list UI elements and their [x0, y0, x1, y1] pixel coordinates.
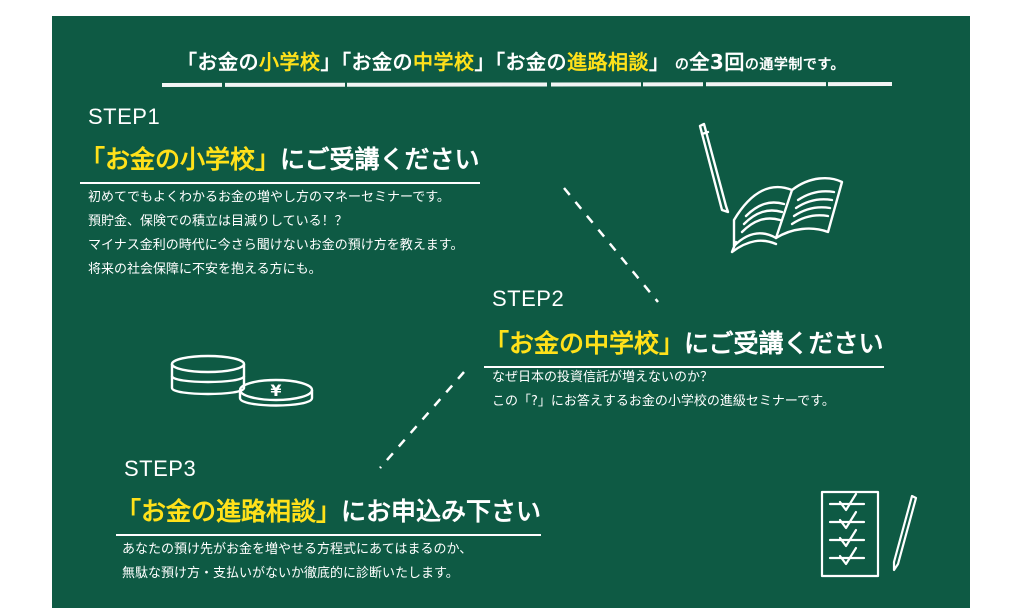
step3-title: 「お金の進路相談」にお申込み下さい	[116, 492, 542, 536]
connector-step1-step2	[379, 187, 659, 469]
description-line: 預貯金、保険での積立は目減りしている！？	[88, 214, 348, 229]
header-part: 小学校	[259, 50, 321, 74]
step2-label: STEP2	[492, 286, 565, 311]
description-line: 無駄な預け方・支払いがないか徹底的に診断いたします。	[122, 566, 459, 581]
yen-symbol: ¥	[270, 381, 281, 400]
description-line: 将来の社会保障に不安を抱える方にも。	[88, 262, 322, 277]
description-line: あなたの預け先がお金を増やせる方程式にあてはまるのか、	[122, 542, 473, 557]
step1-label: STEP1	[88, 104, 161, 129]
header-part: 中学校	[413, 50, 475, 74]
header-part: 」	[649, 50, 670, 74]
header-tail-count: 全3回	[689, 50, 745, 74]
step2-title-rest: にご受講ください	[684, 329, 884, 358]
header-part: 「お金の	[177, 50, 260, 74]
header-part: 」「お金の	[474, 50, 568, 74]
description-line: なぜ日本の投資信託が増えないのか？	[492, 370, 714, 385]
step3-description: あなたの預け先がお金を増やせる方程式にあてはまるのか、 無駄な預け方・支払いがな…	[122, 538, 472, 586]
step2-description: なぜ日本の投資信託が増えないのか？ この「?」にお答えするお金の小学校の進級セミ…	[492, 366, 835, 414]
header-part: 」「お金の	[320, 50, 414, 74]
step1-title-rest: にご受講ください	[280, 145, 480, 174]
step3-label: STEP3	[124, 456, 197, 481]
chalk-divider	[162, 82, 892, 87]
header-title: 「お金の小学校」「お金の中学校」「お金の進路相談」 の全3回の通学制です。	[52, 46, 970, 75]
header-part: 進路相談	[567, 50, 650, 74]
step1-title-accent: 「お金の小学校」	[80, 145, 281, 174]
step1-title: 「お金の小学校」にご受講ください	[80, 140, 480, 184]
step1-description: 初めてでもよくわかるお金の増やし方のマネーセミナーです。 預貯金、保険での積立は…	[88, 186, 463, 282]
step2-title: 「お金の中学校」にご受講ください	[484, 324, 884, 368]
step2-title-accent: 「お金の中学校」	[484, 329, 685, 358]
header-tail: の	[669, 57, 690, 73]
book-pencil-icon	[698, 122, 844, 254]
description-line: マイナス金利の時代に今さら聞けないお金の預け方を教えます。	[88, 238, 464, 253]
step3-title-rest: にお申込み下さい	[341, 497, 542, 526]
chalkboard: 「お金の小学校」「お金の中学校」「お金の進路相談」 の全3回の通学制です。 ST…	[52, 16, 970, 608]
description-line: この「?」にお答えするお金の小学校の進級セミナーです。	[492, 394, 835, 409]
coins-yen-icon: ¥	[170, 354, 314, 407]
header-tail: の通学制です。	[744, 57, 845, 73]
checklist-pencil-icon	[820, 490, 918, 578]
description-line: 初めてでもよくわかるお金の増やし方のマネーセミナーです。	[88, 190, 450, 205]
step3-title-accent: 「お金の進路相談」	[116, 497, 342, 526]
